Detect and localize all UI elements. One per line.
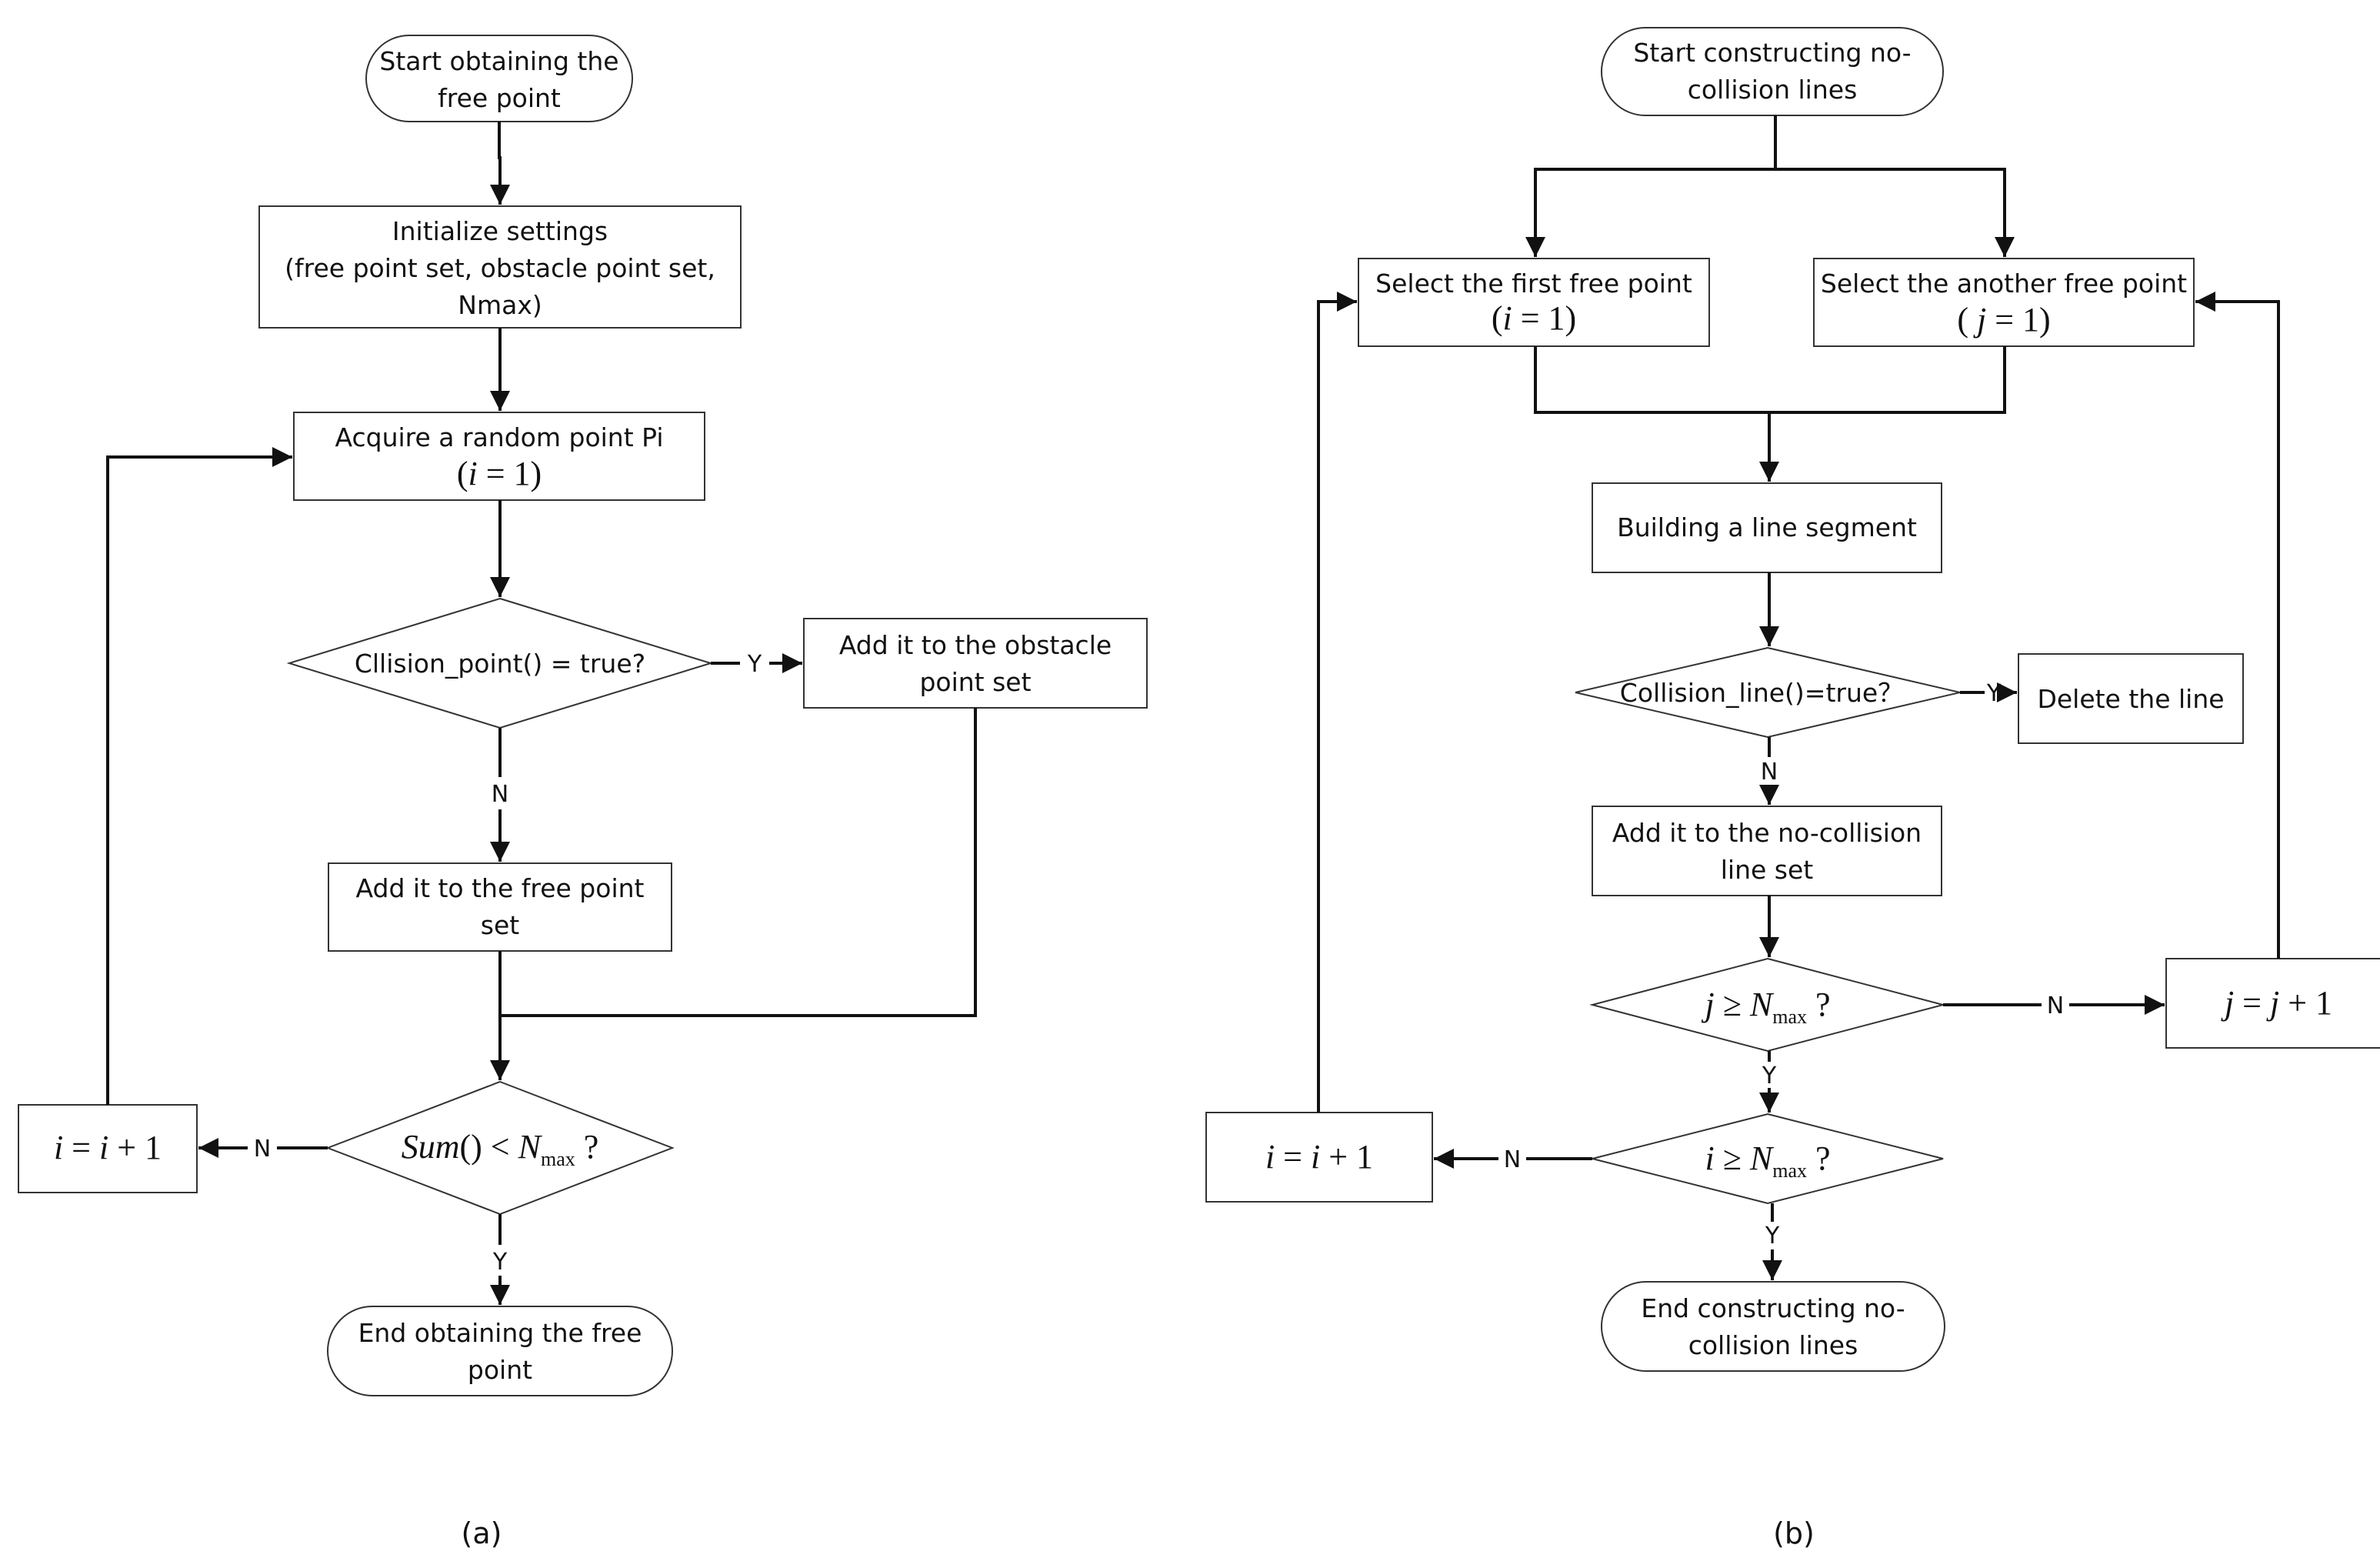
edge-label-y-end: Y: [492, 1249, 508, 1276]
i-decision: [1592, 1113, 1944, 1205]
start-label-a-line2: free point: [438, 83, 561, 113]
edge-label-n-loop: N: [254, 1136, 271, 1163]
acquire-label: Acquire a random point Pi: [335, 422, 664, 452]
end-label-a-line2: point: [468, 1355, 532, 1385]
edge-label-n-free: N: [492, 781, 508, 808]
j-increment-label: j = j + 1: [2221, 984, 2332, 1022]
select-first-box: [1358, 258, 1710, 347]
i-increment-label-b: i = i + 1: [1265, 1138, 1373, 1176]
acquire-point-box: [293, 412, 705, 501]
edge-obstacle-merge: [500, 708, 977, 1017]
edge-first-join: [1534, 346, 2006, 414]
collision-line-label: Collision_line()=true？: [1620, 678, 1903, 708]
start-label-b-line2: collision lines: [1688, 75, 1858, 105]
build-segment-box: [1592, 482, 1942, 573]
add-line-line1: Add it to the no-collision: [1612, 818, 1922, 848]
select-another-math: ( j = 1): [1957, 301, 2050, 339]
increment-i-label-a: i = i + 1: [54, 1129, 162, 1166]
j-decision-label: j ≥ Nmax ?: [1701, 986, 1830, 1028]
start-label-a-line1: Start obtaining the: [379, 46, 618, 76]
edge-label-y-i: Y: [1762, 1063, 1777, 1089]
edge-label-n-add: N: [1761, 759, 1778, 786]
end-label-a-line1: End obtaining the free: [358, 1318, 642, 1348]
select-first-label: Select the first free point: [1375, 269, 1692, 299]
init-settings-box: [258, 205, 742, 329]
init-label-line1: Initialize settings: [392, 216, 608, 246]
edge-start-init: [490, 122, 510, 205]
edge-j-increment-another: [2195, 292, 2280, 959]
init-label-line3: Nmax): [458, 290, 542, 320]
caption-a: (a): [462, 1516, 502, 1550]
increment-i-box-a: [18, 1104, 198, 1193]
select-another-box: [1813, 258, 2195, 347]
collision-point-label: Cllision_point() = true?: [355, 649, 645, 679]
sum-decision-label: Sum() < Nmax ?: [402, 1128, 599, 1170]
edge-label-y-obstacle: Y: [747, 651, 762, 678]
edge-label-n-j: N: [2047, 993, 2064, 1019]
edge-label-y-end-b: Y: [1765, 1223, 1780, 1249]
add-line-line2: line set: [1721, 855, 1814, 885]
i-increment-box-b: [1205, 1112, 1433, 1203]
flowchart-a: Start obtaining the free point Initializ…: [18, 35, 1148, 1550]
build-segment-label: Building a line segment: [1617, 512, 1917, 542]
i-decision-label: i ≥ Nmax ?: [1705, 1139, 1830, 1182]
flowchart-b: Start constructing no- collision lines S…: [1205, 27, 2380, 1550]
add-free-line2: set: [481, 910, 519, 940]
end-label-b-line2: collision lines: [1688, 1330, 1858, 1360]
select-first-math: (i = 1): [1492, 299, 1576, 337]
edge-increment-acquire: [106, 447, 292, 1105]
add-obstacle-line2: point set: [919, 667, 1031, 697]
add-free-line1: Add it to the free point: [356, 873, 645, 903]
acquire-math: (i = 1): [457, 455, 542, 492]
edge-label-n-i: N: [1504, 1146, 1521, 1173]
edge-split-another: [1775, 168, 2015, 257]
start-terminal-b: [1601, 27, 1944, 116]
caption-b: (b): [1773, 1516, 1815, 1550]
start-label-b-line1: Start constructing no-: [1633, 38, 1911, 68]
add-obstacle-line1: Add it to the obstacle: [839, 630, 1112, 660]
edge-start-split: [1525, 115, 1777, 257]
edge-label-y-delete: Y: [1986, 680, 2002, 707]
delete-line-label: Delete the line: [2037, 684, 2224, 714]
delete-line-box: [2018, 653, 2244, 744]
select-another-label: Select the another free point: [1821, 269, 2187, 299]
init-label-line2: (free point set, obstacle point set,: [285, 253, 715, 283]
end-label-b-line1: End constructing no-: [1641, 1293, 1905, 1323]
edge-i-increment-first: [1317, 292, 1357, 1113]
